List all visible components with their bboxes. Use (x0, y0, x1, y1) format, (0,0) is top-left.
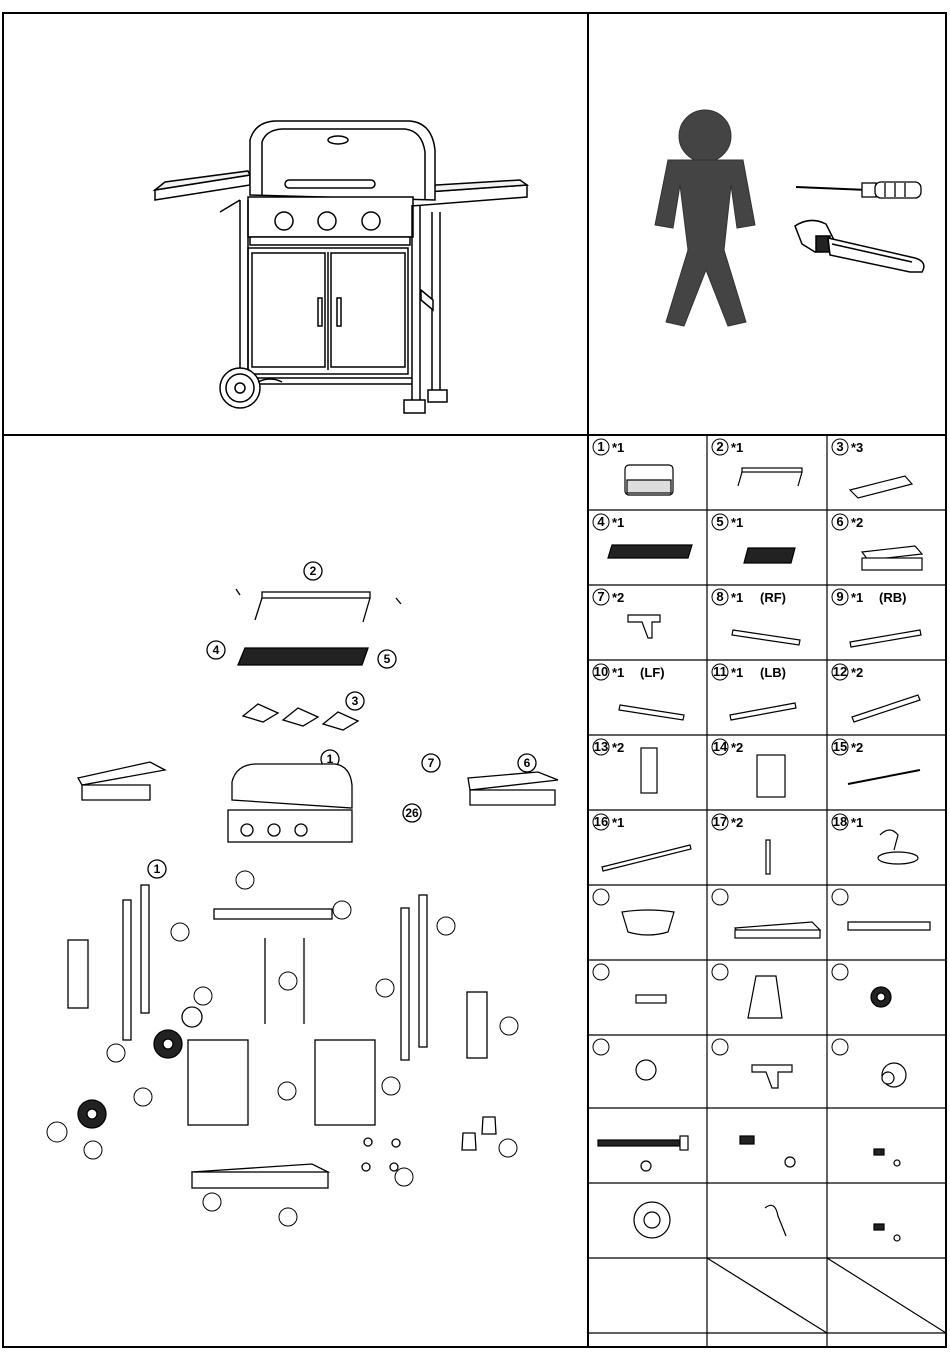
part-qty: *1 (731, 665, 743, 680)
wrench-icon (795, 220, 924, 272)
part-tag: (LF) (640, 665, 665, 680)
part-number: 9 (836, 589, 843, 604)
part-number: 7 (597, 589, 604, 604)
callout-6: 6 (524, 756, 531, 770)
part-number: 16 (594, 814, 608, 829)
part-qty: *2 (851, 665, 863, 680)
part-number: 11 (713, 664, 727, 679)
part-number: 14 (713, 739, 728, 754)
part-qty: *1 (612, 515, 624, 530)
part-qty: *2 (612, 740, 624, 755)
part-illustrations (598, 465, 930, 1241)
part-qty: *1 (612, 440, 624, 455)
callout-4: 4 (213, 643, 220, 657)
assembled-grill-illustration (155, 121, 527, 413)
part-qty: *2 (731, 740, 743, 755)
part-tag: (LB) (760, 665, 786, 680)
screwdriver-icon (796, 182, 921, 198)
callout-2: 2 (310, 564, 317, 578)
part-number: 18 (833, 814, 847, 829)
callout-5: 5 (384, 652, 391, 666)
part-number: 12 (833, 664, 847, 679)
part-number: 6 (836, 514, 843, 529)
part-number: 4 (597, 514, 605, 529)
part-number: 8 (716, 589, 723, 604)
part-qty: *2 (851, 515, 863, 530)
part-number: 17 (713, 814, 727, 829)
callout-26: 26 (405, 806, 419, 820)
part-qty: *1 (612, 815, 624, 830)
part-number: 13 (594, 739, 608, 754)
part-number: 1 (597, 439, 604, 454)
exploded-parts (68, 589, 558, 1188)
part-qty: *1 (851, 815, 863, 830)
part-number: 15 (833, 739, 847, 754)
part-qty: *3 (851, 440, 863, 455)
part-qty: *1 (851, 590, 863, 605)
part-number: 3 (836, 439, 843, 454)
part-qty: *1 (731, 590, 743, 605)
part-number: 10 (594, 664, 608, 679)
part-qty: *2 (731, 815, 743, 830)
part-number: 5 (716, 514, 723, 529)
person-icon (655, 110, 755, 326)
callout-small-1: 1 (154, 862, 161, 876)
part-tag: (RF) (760, 590, 786, 605)
part-qty: *1 (731, 440, 743, 455)
part-qty: *1 (612, 665, 624, 680)
part-qty: *2 (612, 590, 624, 605)
part-qty: *2 (851, 740, 863, 755)
callout-3: 3 (352, 694, 359, 708)
callout-7: 7 (428, 756, 435, 770)
part-qty: *1 (731, 515, 743, 530)
part-number: 2 (716, 439, 723, 454)
part-tag: (RB) (879, 590, 906, 605)
